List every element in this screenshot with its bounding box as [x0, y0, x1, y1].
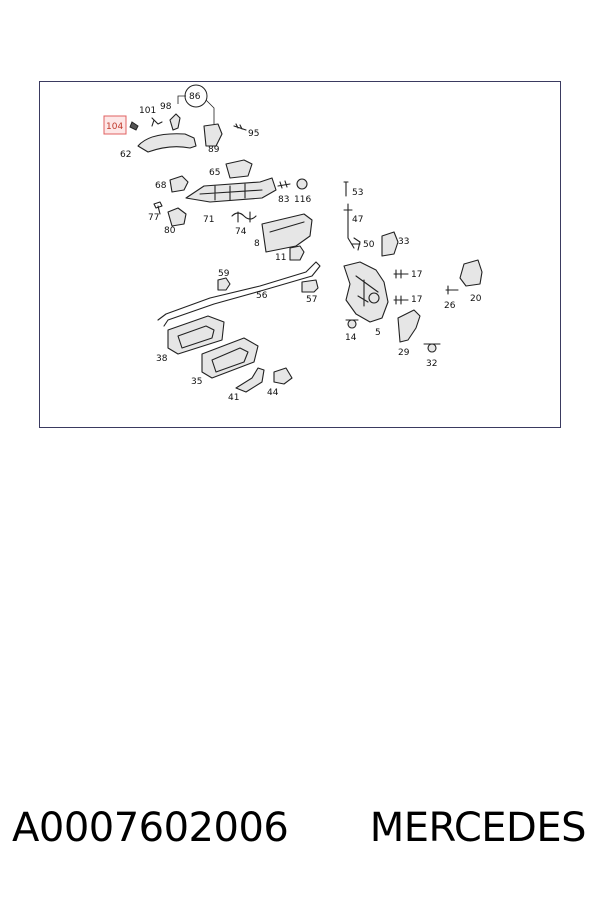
bracket-65-part	[225, 159, 253, 179]
handle-bracket-part	[203, 123, 223, 147]
callout-5[interactable]: 5	[375, 328, 381, 338]
screw-17-lower-part	[393, 295, 409, 305]
screw-95-part	[233, 123, 247, 131]
callout-71[interactable]: 71	[203, 215, 214, 225]
callout-33[interactable]: 33	[398, 237, 409, 247]
callout-83[interactable]: 83	[278, 195, 289, 205]
outer-handle-part	[137, 133, 197, 153]
callout-32[interactable]: 32	[426, 359, 437, 369]
callout-41[interactable]: 41	[228, 393, 239, 403]
spring-74-part	[231, 211, 257, 223]
callout-14[interactable]: 14	[345, 333, 357, 343]
lever-41-part	[235, 367, 265, 393]
bezel-38-part	[167, 315, 225, 355]
callout-56[interactable]: 56	[256, 291, 268, 301]
callout-65[interactable]: 65	[209, 168, 220, 178]
callout-11[interactable]: 11	[275, 253, 286, 263]
clip-59-part	[217, 277, 231, 291]
callout-20[interactable]: 20	[470, 294, 482, 304]
actuator-71-part	[185, 177, 277, 203]
bracket-29-part	[397, 309, 421, 343]
callout-17-upper[interactable]: 17	[411, 270, 422, 280]
cover-8-part	[261, 213, 313, 253]
callout-29[interactable]: 29	[398, 348, 410, 358]
callout-50[interactable]: 50	[363, 240, 375, 250]
screw-14-part	[347, 319, 357, 329]
callout-8[interactable]: 8	[254, 239, 260, 249]
callout-101[interactable]: 101	[139, 106, 156, 116]
callout-26[interactable]: 26	[444, 301, 456, 311]
rod-47-part	[343, 203, 355, 249]
callout-17-lower[interactable]: 17	[411, 295, 422, 305]
callout-44[interactable]: 44	[267, 388, 279, 398]
key-part	[151, 117, 163, 127]
surround-35-part	[201, 337, 259, 379]
grommet-116-part	[296, 178, 308, 190]
striker-20-part	[459, 259, 483, 287]
bushing-80-part	[167, 207, 187, 227]
callout-98[interactable]: 98	[160, 102, 172, 112]
callout-86[interactable]: 86	[189, 92, 201, 102]
cap-44-part	[273, 367, 293, 385]
callout-74[interactable]: 74	[235, 227, 247, 237]
screw-104-part	[129, 121, 139, 131]
callout-77[interactable]: 77	[148, 213, 159, 223]
brand-name: MERCEDES	[369, 805, 587, 851]
callout-38[interactable]: 38	[156, 354, 168, 364]
door-lock-5-part	[343, 261, 389, 323]
callout-59[interactable]: 59	[218, 269, 230, 279]
screw-17-upper-part	[393, 269, 409, 279]
callout-62[interactable]: 62	[120, 150, 131, 160]
callout-104[interactable]: 104	[106, 122, 123, 132]
callout-57[interactable]: 57	[306, 295, 317, 305]
rod-53-part	[343, 181, 349, 197]
clip-50-part	[351, 237, 361, 251]
callout-80[interactable]: 80	[164, 226, 176, 236]
callout-53[interactable]: 53	[352, 188, 363, 198]
screw-32-part	[427, 343, 437, 353]
callout-116[interactable]: 116	[294, 195, 311, 205]
callout-35[interactable]: 35	[191, 377, 202, 387]
callout-47[interactable]: 47	[352, 215, 363, 225]
clip-57-part	[301, 279, 319, 293]
part-number: A0007602006	[12, 805, 289, 851]
screw-77-part	[153, 201, 163, 215]
clip-68-part	[169, 175, 189, 193]
highlight-box-104	[103, 115, 127, 135]
rod-56-part	[157, 261, 321, 327]
lock-cylinder-part	[169, 113, 181, 131]
screw-83-part	[277, 180, 291, 189]
callout-95[interactable]: 95	[248, 129, 259, 139]
screw-26-part	[445, 285, 459, 295]
bracket-33-part	[381, 231, 399, 257]
callout-68[interactable]: 68	[155, 181, 167, 191]
clip-11-part	[289, 245, 305, 261]
callout-89[interactable]: 89	[208, 145, 220, 155]
